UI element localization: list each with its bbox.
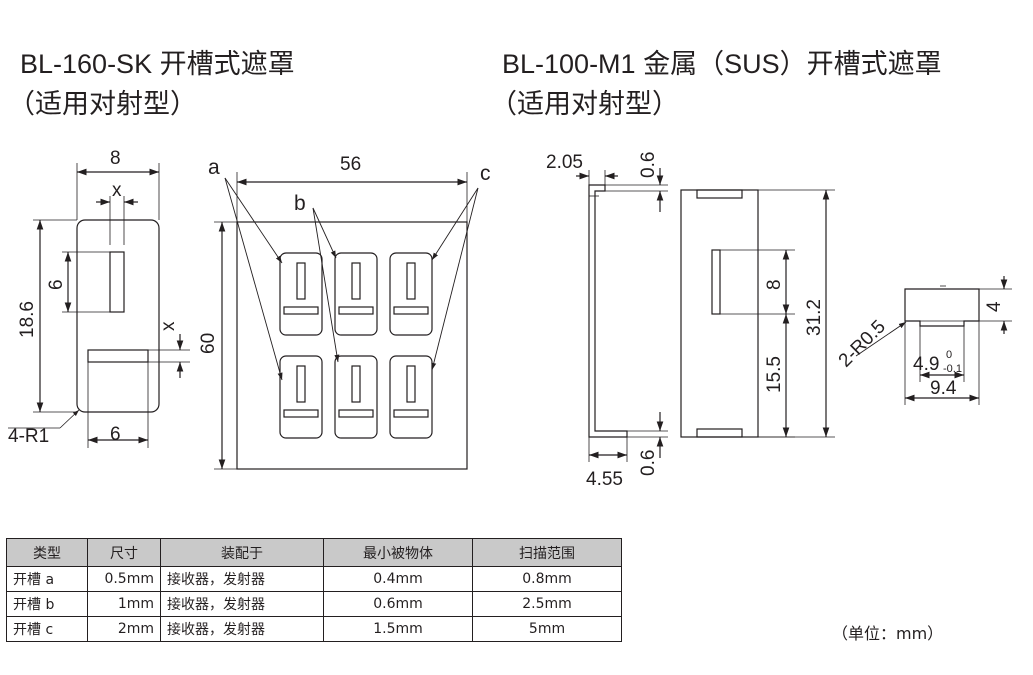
single-mask-drawing (8, 163, 190, 448)
cell-min-object: 1.5mm (323, 616, 473, 642)
left-title-line1: BL-160-SK 开槽式遮罩 (20, 49, 295, 79)
spec-table-header-row: 类型 尺寸 装配于 最小被物体 扫描范围 (6, 538, 622, 567)
header-type: 类型 (6, 538, 88, 567)
cell-mount: 接收器，发射器 (160, 566, 324, 592)
dim-x-top: x (112, 180, 122, 201)
header-mount: 装配于 (160, 538, 324, 567)
dim-width-top: 8 (110, 148, 121, 169)
slot-grid-outline (236, 221, 468, 470)
cell-mount: 接收器，发射器 (160, 616, 324, 642)
cell-min-object: 0.6mm (323, 591, 473, 617)
unit-note: （单位：mm） (832, 624, 944, 643)
slot-cell-c-bottom (389, 355, 433, 439)
left-title-line2: （适用对射型） (8, 89, 197, 119)
dim-15-5: 15.5 (764, 356, 785, 393)
metal-mask-side-profile (588, 184, 628, 438)
slot-cell-a-bottom (279, 355, 323, 439)
slot-cell-a-top (279, 252, 323, 336)
spec-table: 类型 尺寸 装配于 最小被物体 扫描范围 开槽 a 0.5mm 接收器，发射器 … (6, 538, 622, 642)
dim-radius: 2-R0.5 (835, 316, 890, 371)
metal-mask-slot (711, 249, 721, 315)
dim-0-6-bottom: 0.6 (638, 450, 659, 476)
dim-width-bottom: 6 (110, 424, 121, 445)
cell-mount: 接收器，发射器 (160, 591, 324, 617)
callout-b: b (294, 192, 306, 215)
cell-size: 1mm (87, 591, 161, 617)
cell-range: 0.8mm (472, 566, 622, 592)
single-mask-outline (76, 219, 160, 413)
cell-type: 开槽 b (6, 591, 88, 617)
slot-grid-drawing (214, 172, 479, 470)
cell-range: 5mm (472, 616, 622, 642)
cell-size: 2mm (87, 616, 161, 642)
dim-4-9: 4.9 (913, 354, 939, 375)
metal-mask-end-view (904, 288, 980, 327)
callout-a: a (208, 156, 220, 179)
dim-overall-width: 56 (340, 154, 361, 175)
header-size: 尺寸 (87, 538, 161, 567)
table-row: 开槽 b 1mm 接收器，发射器 0.6mm 2.5mm (6, 591, 622, 617)
right-title-line2: （适用对射型） (490, 89, 679, 119)
dim-31-2: 31.2 (804, 299, 825, 336)
tol-upper: 0 (946, 349, 952, 361)
table-row: 开槽 a 0.5mm 接收器，发射器 0.4mm 0.8mm (6, 566, 622, 592)
dim-8: 8 (764, 279, 785, 290)
tol-lower: -0.1 (943, 363, 962, 375)
slot-cell-b-bottom (334, 355, 378, 439)
dim-x-side: x (158, 321, 179, 331)
dim-slot-height: 6 (46, 279, 67, 290)
header-range: 扫描范围 (472, 538, 622, 567)
dim-height-total: 18.6 (17, 301, 38, 338)
cell-type: 开槽 a (6, 566, 88, 592)
dim-overall-height: 60 (198, 333, 219, 354)
table-row: 开槽 c 2mm 接收器，发射器 1.5mm 5mm (6, 616, 622, 642)
header-min-object: 最小被物体 (323, 538, 473, 567)
slot-cell-c-top (389, 252, 433, 336)
cell-range: 2.5mm (472, 591, 622, 617)
dim-0-6-top: 0.6 (638, 152, 659, 178)
cell-size: 0.5mm (87, 566, 161, 592)
dim-9-4: 9.4 (930, 378, 957, 399)
single-mask-horizontal-slot (87, 349, 149, 363)
cell-min-object: 0.4mm (323, 566, 473, 592)
dim-corner-radius: 4-R1 (8, 426, 49, 447)
dim-4-55: 4.55 (586, 469, 623, 490)
cell-type: 开槽 c (6, 616, 88, 642)
callout-c: c (480, 162, 491, 185)
single-mask-vertical-slot (109, 251, 125, 313)
right-title-line1: BL-100-M1 金属（SUS）开槽式遮罩 (502, 49, 942, 79)
dim-4: 4 (984, 301, 1005, 312)
metal-mask-drawing (576, 168, 1012, 462)
slot-cell-b-top (334, 252, 378, 336)
dim-2-05: 2.05 (546, 152, 583, 173)
